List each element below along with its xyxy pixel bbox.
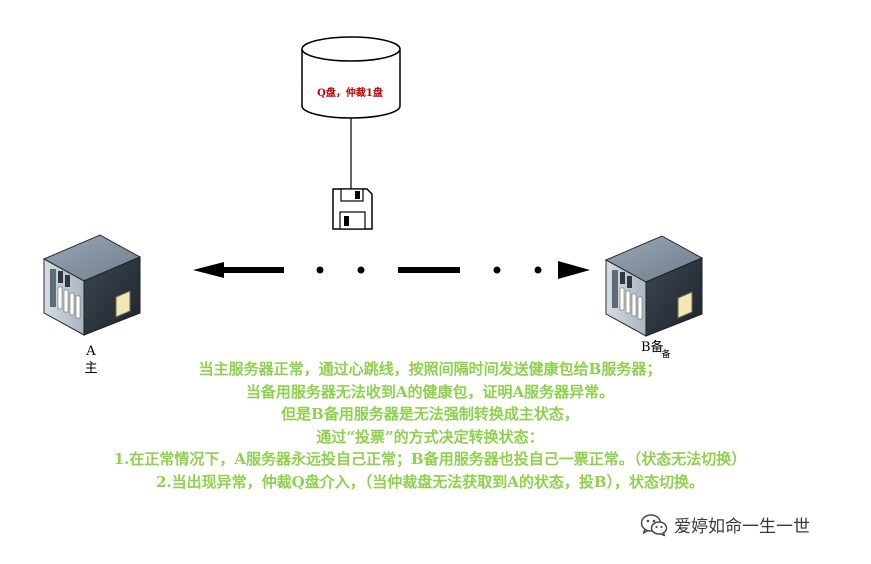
arrow-left-head xyxy=(193,262,224,278)
disk-label: Q盘，仲裁1盘 xyxy=(317,88,383,99)
heartbeat-line xyxy=(193,261,590,279)
watermark-text: 爱婷如命一生一世 xyxy=(674,517,810,537)
server-b-label-main: B备 xyxy=(641,340,664,355)
note-line: 当主服务器正常，通过心跳线，按照间隔时间发送健康包给B服务器； xyxy=(198,360,662,378)
floppy-icon xyxy=(332,188,373,230)
note-line: 通过“投票”的方式决定转换状态： xyxy=(316,427,544,446)
note-line: 但是B备用服务器是无法强制转换成主状态， xyxy=(281,405,579,423)
heartbeat-dash xyxy=(398,267,460,273)
note-line: 当备用服务器无法收到A的健康包，证明A服务器异常。 xyxy=(245,382,615,401)
watermark: 爱婷如命一生一世 xyxy=(640,512,810,537)
arrow-right-head xyxy=(558,261,590,279)
heartbeat-dot xyxy=(534,266,542,274)
wechat-icon xyxy=(640,513,668,536)
arrow-left-shaft xyxy=(222,267,284,273)
quorum-disk-icon xyxy=(301,36,401,119)
server-b-icon xyxy=(604,235,704,337)
server-a-label: A 主 xyxy=(80,343,102,377)
server-a-icon xyxy=(42,234,142,336)
server-b-label: B备备 xyxy=(641,340,673,360)
note-line: 2.当出现异常，仲裁Q盘介入，（当仲裁盘无法获取到A的状态，投B），状态切换。 xyxy=(155,472,705,491)
server-a-label-line1: A xyxy=(86,344,96,359)
note-line: 1.在正常情况下，A服务器永远投自己正常；B备用服务器也投自己一票正常。（状态无… xyxy=(113,450,747,468)
heartbeat-dot xyxy=(493,266,501,274)
heartbeat-dot xyxy=(316,266,324,274)
server-b-label-tail: 备 xyxy=(661,350,671,360)
heartbeat-dot xyxy=(357,266,365,274)
server-a-label-line2: 主 xyxy=(84,361,98,376)
explanation-notes: 当主服务器正常，通过心跳线，按照间隔时间发送健康包给B服务器； 当备用服务器无法… xyxy=(20,358,840,493)
